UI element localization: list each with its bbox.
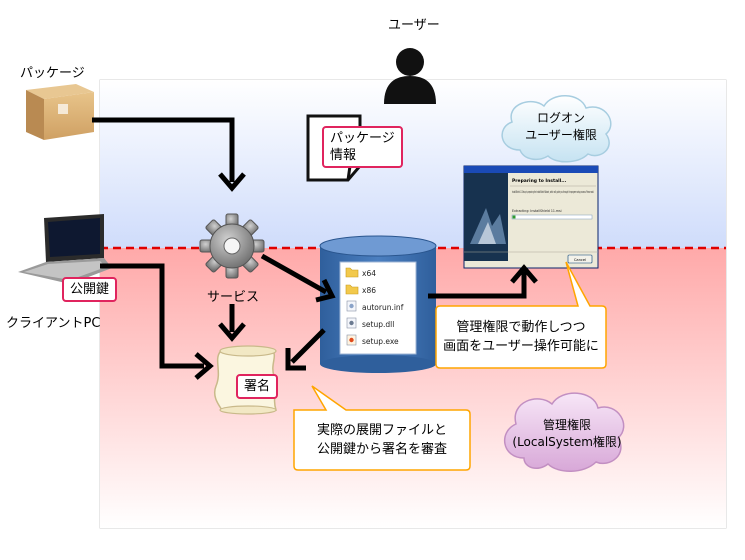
file-name: x86 bbox=[362, 286, 376, 295]
dialog-body: InstallShield 11 Setup is preparing the … bbox=[512, 190, 594, 194]
arrow-cylinder-to-dialog bbox=[428, 272, 527, 299]
arrow-publickey-to-signature bbox=[100, 263, 204, 369]
arrowhead-package bbox=[218, 172, 246, 192]
folder-file-icon bbox=[345, 284, 359, 295]
file-name: autorun.inf bbox=[362, 303, 404, 312]
installer-dialog: Preparing to Install... InstallShield 11… bbox=[463, 165, 599, 269]
admin-cloud-line2: (LocalSystem権限) bbox=[512, 435, 622, 449]
dialog-cancel-label: Cancel bbox=[574, 258, 586, 262]
file-list: x64 x86 autorun.inf setup.dll setup.exe bbox=[345, 267, 404, 346]
user-zone bbox=[100, 80, 726, 248]
ui-callout-line1: 管理権限で動作しつつ bbox=[456, 320, 586, 335]
logon-cloud-line1: ログオン bbox=[536, 111, 585, 125]
dialog-cancel-button[interactable] bbox=[567, 254, 593, 264]
package-info-line2: 情報 bbox=[330, 148, 357, 163]
client-pc-label: クライアントPC bbox=[6, 316, 101, 331]
exe-file-icon bbox=[346, 334, 357, 346]
arrowhead-dialog bbox=[510, 264, 538, 284]
ui-callout-line2: 画面をユーザー操作可能に bbox=[443, 339, 599, 354]
verify-callout-line2: 公開鍵から署名を審査 bbox=[316, 442, 447, 457]
arrow-cylinder-to-signature bbox=[290, 328, 326, 364]
package-box-icon bbox=[26, 84, 94, 140]
arrow-service-to-cylinder bbox=[260, 253, 328, 295]
verify-callout-text: 実際の展開ファイルと 公開鍵から署名を審査 bbox=[298, 421, 466, 459]
ui-callout-text: 管理権限で動作しつつ 画面をユーザー操作可能に bbox=[440, 318, 602, 356]
dialog-titlebar bbox=[464, 166, 598, 173]
public-key-label: 公開鍵 bbox=[62, 277, 118, 302]
gear-icon bbox=[199, 213, 265, 279]
file-name: setup.exe bbox=[362, 337, 399, 346]
arrowhead-signature bbox=[218, 322, 246, 342]
admin-cloud-text: 管理権限 (LocalSystem権限) bbox=[508, 417, 626, 451]
dialog-heading: Preparing to Install... bbox=[512, 178, 567, 184]
ui-callout bbox=[435, 261, 607, 369]
logon-user-cloud bbox=[501, 95, 612, 163]
package-contents-cylinder bbox=[319, 235, 437, 373]
verify-callout bbox=[293, 385, 471, 471]
verify-callout-line1: 実際の展開ファイルと bbox=[316, 423, 447, 438]
laptop-icon bbox=[18, 214, 112, 284]
folder-file-icon bbox=[345, 267, 359, 278]
file-name: x64 bbox=[362, 269, 376, 278]
gear-file-icon bbox=[346, 317, 357, 329]
arrow-package-to-service bbox=[92, 117, 235, 182]
logon-cloud-line2: ユーザー権限 bbox=[525, 128, 597, 142]
logon-cloud-text: ログオン ユーザー権限 bbox=[516, 110, 606, 144]
package-info-line1: パッケージ bbox=[330, 131, 395, 146]
package-info-label: パッケージ 情報 bbox=[322, 126, 403, 168]
user-label: ユーザー bbox=[388, 18, 440, 33]
arrowhead-cylinder bbox=[315, 278, 336, 303]
admin-cloud-line1: 管理権限 bbox=[542, 418, 591, 432]
file-name: setup.dll bbox=[362, 320, 394, 329]
arrowhead-publickey bbox=[194, 352, 214, 380]
service-label: サービス bbox=[207, 290, 260, 305]
arrows bbox=[92, 117, 538, 380]
admin-privilege-cloud bbox=[503, 392, 625, 472]
user-icon bbox=[384, 48, 436, 104]
doc-file-icon bbox=[346, 300, 357, 312]
package-label: パッケージ bbox=[20, 66, 85, 81]
signature-label: 署名 bbox=[236, 374, 279, 399]
dialog-status: Extracting: InstallShield 11.msi bbox=[512, 209, 562, 213]
arrowhead-cylinder-sign bbox=[285, 348, 306, 371]
dialog-progress-bar bbox=[511, 214, 593, 220]
